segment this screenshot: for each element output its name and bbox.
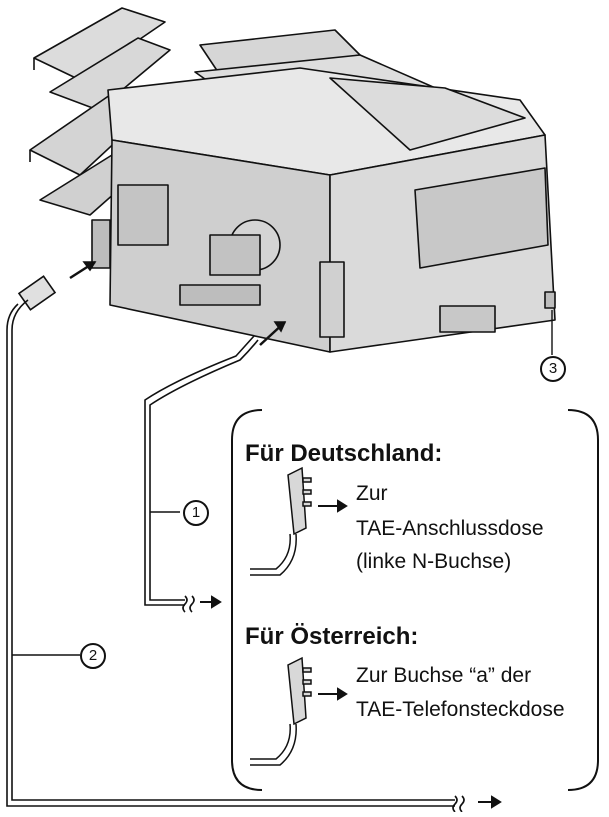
tae-plug-icon: [250, 466, 312, 576]
callout-power-switch: 3: [540, 356, 566, 382]
callout-telephone-line-cord: 1: [183, 500, 209, 526]
callout-power-cord: 2: [80, 643, 106, 669]
austria-heading: Für Österreich:: [245, 623, 419, 650]
germany-line-2: TAE-Anschlussdose: [356, 517, 544, 540]
germany-line-3: (linke N-Buchse): [356, 550, 512, 573]
austria-line-1: Zur Buchse “a” der: [356, 664, 532, 687]
plug-arrow-at: [318, 687, 348, 701]
power-arrow: [478, 795, 502, 809]
region-bracket: [231, 409, 599, 791]
germany-heading: Für Deutschland:: [245, 440, 443, 467]
austria-line-2: TAE-Telefonsteckdose: [356, 698, 565, 721]
line-arrow: [200, 595, 222, 609]
tae-plug-icon: [250, 656, 312, 766]
fax-machine: [29, 7, 556, 353]
germany-line-1: Zur: [356, 482, 388, 505]
plug-arrow-de: [318, 499, 348, 513]
power-cord: [6, 260, 465, 813]
telephone-line-cord: [144, 321, 287, 613]
